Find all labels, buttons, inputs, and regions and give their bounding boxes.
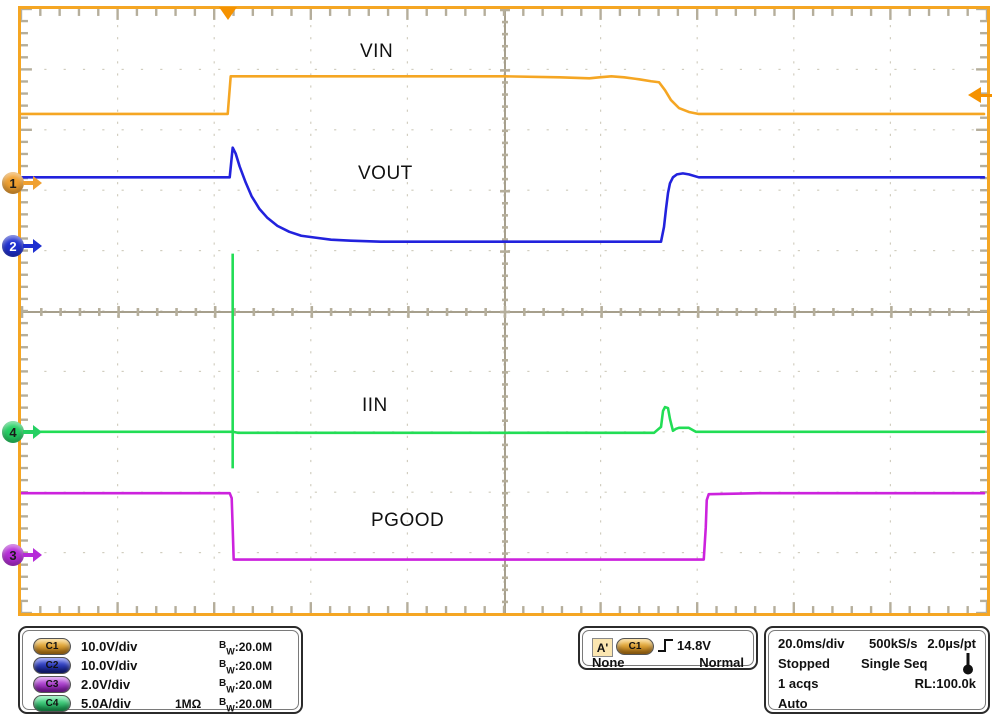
run-state-value: Stopped	[778, 656, 830, 671]
channel-scale-c3: 2.0V/div	[81, 677, 131, 692]
trigger-set-prime: '	[605, 640, 609, 655]
waveform-trace-vout	[21, 146, 986, 243]
bw-value: 20.0M	[238, 659, 273, 673]
channel-3-marker-label: 3	[2, 544, 24, 566]
channel-readout-c2[interactable]: C2 10.0V/div	[33, 656, 137, 675]
trigger-set-badge[interactable]: A'	[592, 638, 613, 657]
bw-subscript: W	[226, 646, 235, 657]
channel-1-reference-marker[interactable]: 1	[0, 172, 46, 198]
channel-1-marker-label: 1	[2, 172, 24, 194]
trigger-position-icon[interactable]	[219, 7, 237, 20]
channel-badge-c1: C1	[33, 638, 71, 655]
channel-bandwidth-c2: BW:20.0M	[219, 659, 273, 676]
bw-subscript: W	[226, 665, 235, 676]
bw-subscript: W	[226, 684, 235, 695]
bw-prefix: B	[219, 697, 227, 708]
record-length-value: RL:100.0k	[914, 676, 976, 691]
channel-4-marker-label: 4	[2, 421, 24, 443]
channel-scale-c1: 10.0V/div	[81, 639, 138, 654]
waveform-label-iin: IIN	[362, 395, 388, 416]
waveform-trace-pgood	[21, 491, 986, 561]
channel-scale-c4: 5.0A/div	[81, 696, 131, 711]
channel-bandwidth-c4: BW:20.0M	[219, 697, 273, 714]
channel-bandwidth-c1: BW:20.0M	[219, 640, 273, 657]
rising-edge-icon	[658, 639, 673, 652]
channel-3-reference-marker[interactable]: 3	[0, 544, 46, 570]
waveform-plot	[21, 9, 987, 613]
timebase-value: 20.0ms/div	[778, 636, 845, 651]
trigger-mode-auto-value: Auto	[778, 696, 808, 711]
bw-value: 20.0M	[238, 640, 273, 654]
channel-bandwidth-c3: BW:20.0M	[219, 678, 273, 695]
thermometer-icon	[963, 653, 973, 675]
channel-readout-c1[interactable]: C1 10.0V/div	[33, 637, 137, 656]
bw-prefix: B	[219, 659, 227, 670]
bw-prefix: B	[219, 640, 227, 651]
edge-ruler-ticks	[21, 9, 987, 613]
trigger-source-label: C1	[616, 638, 654, 655]
bw-subscript: W	[226, 703, 235, 714]
acquisition-panel-inner: 20.0ms/div 500kS/s 2.0µs/pt Stopped Sing…	[768, 630, 986, 711]
trigger-panel-inner: A' C1 14.8V None Normal	[582, 630, 754, 670]
trigger-level-tail	[979, 94, 992, 97]
channel-impedance-c4: 1MΩ	[175, 697, 202, 711]
channel-badge-c3: C3	[33, 676, 71, 693]
acquisition-readout-panel[interactable]: 20.0ms/div 500kS/s 2.0µs/pt Stopped Sing…	[764, 626, 990, 714]
channel-readout-c3[interactable]: C3 2.0V/div	[33, 675, 130, 694]
trigger-source-badge[interactable]: C1	[616, 638, 654, 655]
trigger-level-value: 14.8V	[677, 638, 711, 653]
trigger-mode-value: Normal	[699, 655, 744, 670]
sample-rate-value: 500kS/s	[869, 636, 918, 651]
trigger-holdoff-value: None	[592, 655, 625, 670]
channel-badge-c4: C4	[33, 695, 71, 712]
waveform-label-pgood: PGOOD	[371, 510, 445, 531]
center-crosshair-axes	[21, 9, 987, 613]
bw-prefix: B	[219, 678, 227, 689]
trigger-set-label: A	[596, 640, 606, 655]
bw-value: 20.0M	[238, 697, 273, 711]
bw-value: 20.0M	[238, 678, 273, 692]
waveform-trace-vin	[21, 75, 986, 116]
trigger-level-icon[interactable]	[968, 87, 981, 103]
resolution-value: 2.0µs/pt	[927, 636, 976, 651]
channel-2-reference-marker[interactable]: 2	[0, 235, 46, 261]
waveform-label-vin: VIN	[360, 41, 394, 62]
waveform-label-vout: VOUT	[358, 163, 413, 184]
waveform-trace-iin	[21, 253, 986, 469]
channel-scale-c2: 10.0V/div	[81, 658, 138, 673]
channel-badge-c2: C2	[33, 657, 71, 674]
channel-4-reference-marker[interactable]: 4	[0, 421, 46, 447]
channel-readout-c4[interactable]: C4 5.0A/div	[33, 694, 131, 713]
grid-dots	[24, 12, 974, 608]
channel-2-marker-label: 2	[2, 235, 24, 257]
graticule[interactable]	[18, 6, 990, 616]
trigger-readout-panel[interactable]: A' C1 14.8V None Normal	[578, 626, 758, 670]
acq-mode-value: Single Seq	[861, 656, 928, 671]
acq-count-value: 1 acqs	[778, 676, 819, 691]
